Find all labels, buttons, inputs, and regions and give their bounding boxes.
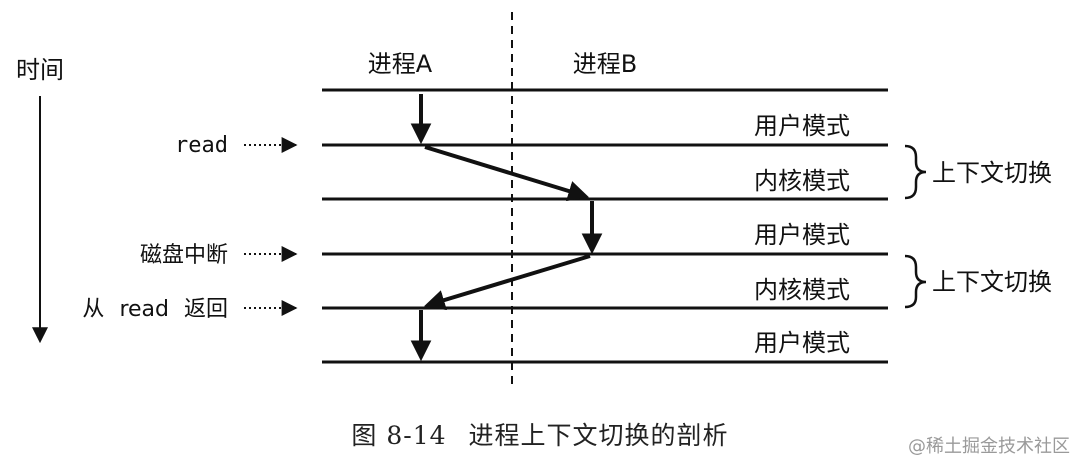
flow-switch-b-to-a-arrow <box>424 254 591 311</box>
process-b-label: 进程B <box>573 50 637 78</box>
context-switch-brace <box>904 144 927 200</box>
event-disk-interrupt-label: 磁盘中断 <box>140 243 228 268</box>
event-return-from: 从 <box>82 297 104 322</box>
flow-switch-a-to-b-arrow <box>424 145 589 202</box>
process-a-label: 进程A <box>368 50 433 78</box>
figure-number: 图 8-14 <box>351 421 447 450</box>
context-switch-label-1: 上下文切换 <box>932 159 1052 187</box>
event-return-back: 返回 <box>184 297 228 322</box>
mode-label-kernel-1: 内核模式 <box>754 167 850 195</box>
event-return-read: read <box>119 297 169 322</box>
event-return-label: 从 read 返回 <box>82 297 228 322</box>
context-switch-diagram: 时间 进程A 进程B 用户模式 内核模式 用户模式 内核模式 用户模式 read… <box>16 12 1052 388</box>
figure-caption: 图 8-14 进程上下文切换的剖析 <box>0 416 1080 452</box>
mode-label-user-1: 用户模式 <box>754 112 850 140</box>
context-switch-label-2: 上下文切换 <box>932 268 1052 296</box>
time-axis-label: 时间 <box>16 56 64 84</box>
context-switch-brace <box>904 254 927 309</box>
figure-title: 进程上下文切换的剖析 <box>468 421 729 450</box>
mode-label-user-3: 用户模式 <box>754 329 850 357</box>
mode-label-kernel-2: 内核模式 <box>754 276 850 304</box>
mode-label-user-2: 用户模式 <box>754 221 850 249</box>
watermark: @稀土掘金技术社区 <box>908 436 1070 457</box>
event-read-label: read <box>175 133 228 158</box>
